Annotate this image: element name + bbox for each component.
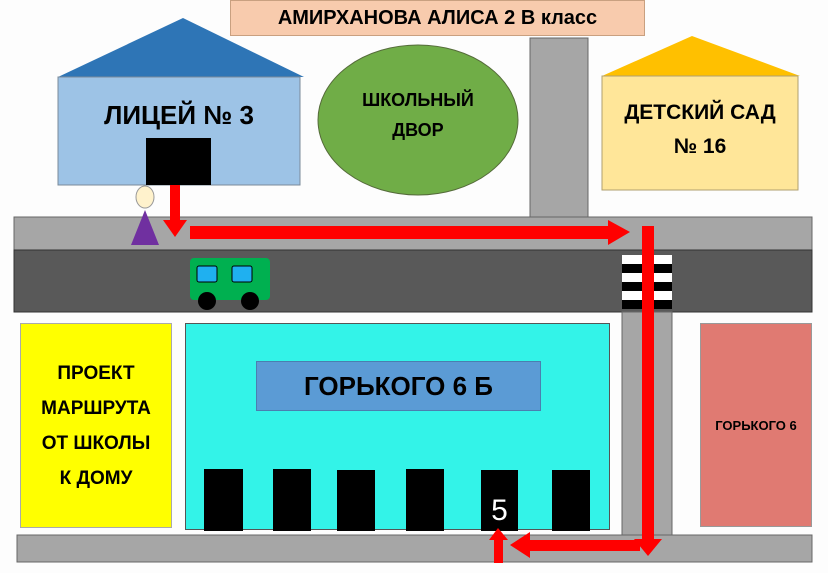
kindergarten-label: ДЕТСКИЙ САД № 16 (602, 90, 798, 170)
side-street (529, 37, 589, 218)
entrance-5: 5 (481, 470, 518, 531)
kindergarten-line2: № 16 (673, 135, 727, 158)
school-roof (58, 18, 304, 77)
entrance-1 (204, 469, 243, 531)
crosswalk (622, 255, 672, 309)
home-label: ГОРЬКОГО 6 Б (256, 361, 541, 411)
entrance-number: 5 (491, 494, 508, 527)
neighbor-building: ГОРЬКОГО 6 (700, 323, 812, 527)
kindergarten-line1: ДЕТСКИЙ САД (624, 101, 776, 124)
road (13, 249, 813, 313)
title-banner (230, 0, 645, 36)
crossing-path (621, 311, 673, 536)
entrance-4 (406, 469, 444, 531)
schoolyard-line2: ДВОР (392, 120, 444, 140)
entrance-2 (273, 469, 311, 531)
bottom-sidewalk (16, 534, 813, 563)
kindergarten-roof (602, 36, 800, 76)
project-line3: ОТ ШКОЛЫ (41, 432, 151, 454)
project-line4: К ДОМУ (59, 467, 133, 489)
school-label: ЛИЦЕЙ № 3 (104, 99, 254, 130)
entrance-6 (552, 470, 590, 531)
title: АМИРХАНОВА АЛИСА 2 В класс (277, 6, 598, 29)
schoolyard-line1: ШКОЛЬНЫЙ (362, 90, 474, 110)
school-door (146, 138, 211, 185)
kindergarten-building (601, 75, 799, 191)
person-icon (131, 185, 159, 245)
schoolyard-label: ШКОЛЬНЫЙ ДВОР (330, 85, 506, 145)
neighbor-label: ГОРЬКОГО 6 (715, 417, 797, 433)
project-line1: ПРОЕКТ (57, 362, 135, 384)
project-line2: МАРШРУТА (41, 397, 151, 419)
top-sidewalk (13, 216, 813, 251)
entrance-3 (337, 470, 375, 531)
home-building: ГОРЬКОГО 6 Б 5 (185, 323, 610, 531)
schoolyard (317, 44, 519, 196)
project-box: ПРОЕКТ МАРШРУТА ОТ ШКОЛЫ К ДОМУ (20, 323, 172, 528)
bus-icon (190, 258, 270, 310)
